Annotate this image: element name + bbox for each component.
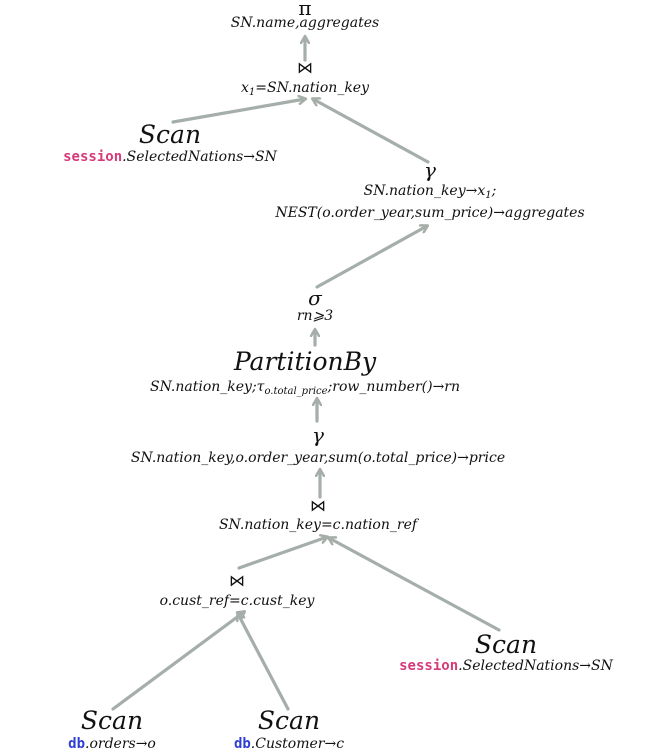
scan-session-bottom-label: session.SelectedNations→SN: [399, 658, 613, 674]
join-operator-nation: ⋈: [310, 496, 326, 515]
scan-customer-label: db.Customer→c: [233, 736, 345, 752]
group-nest-label-line2: NEST(o.order_year,sum_price)→aggregates: [275, 205, 585, 221]
group-sum-label: SN.nation_key,o.order_year,sum(o.total_p…: [130, 450, 506, 466]
join-nation-label: SN.nation_key=c.nation_ref: [218, 517, 418, 533]
partition-operator: PartitionBy: [233, 347, 377, 376]
projection-label: SN.name,aggregates: [230, 15, 380, 31]
scan-session-top-operator: Scan: [138, 120, 202, 149]
group-nest-operator: γ: [424, 158, 436, 182]
group-nest-label-line1: SN.nation_key→x1;: [363, 183, 497, 201]
join-operator-cust: ⋈: [229, 571, 245, 590]
selection-operator: σ: [308, 286, 322, 310]
edge-join_cust-to-join_nation: [237, 537, 327, 570]
join-top-label: x1=SN.nation_key: [241, 80, 369, 98]
selection-label: rn⩾3: [296, 308, 334, 324]
scan-session-top-label: session.SelectedNations→SN: [63, 149, 277, 165]
join-cust-label: o.cust_ref=c.cust_key: [159, 593, 315, 609]
group-sum-operator: γ: [312, 423, 324, 447]
join-operator-top: ⋈: [297, 58, 313, 77]
edge-session_top-to-join_top: [171, 99, 305, 124]
edge-customer-to-join_cust: [238, 614, 290, 711]
scan-session-bottom-operator: Scan: [474, 630, 538, 659]
scan-orders-operator: Scan: [80, 706, 144, 735]
edge-session_bottom-to-join_nation: [329, 538, 501, 632]
edge-select-to-group_nest: [315, 226, 427, 289]
scan-customer-operator: Scan: [257, 706, 321, 735]
projection-operator: π: [298, 0, 312, 20]
edge-group_nest-to-join_top: [313, 99, 430, 164]
partition-label: SN.nation_key;τo.total_price;row_number(…: [149, 379, 461, 397]
scan-orders-label: db.orders→o: [68, 736, 156, 752]
edge-orders-to-join_cust: [111, 612, 244, 711]
